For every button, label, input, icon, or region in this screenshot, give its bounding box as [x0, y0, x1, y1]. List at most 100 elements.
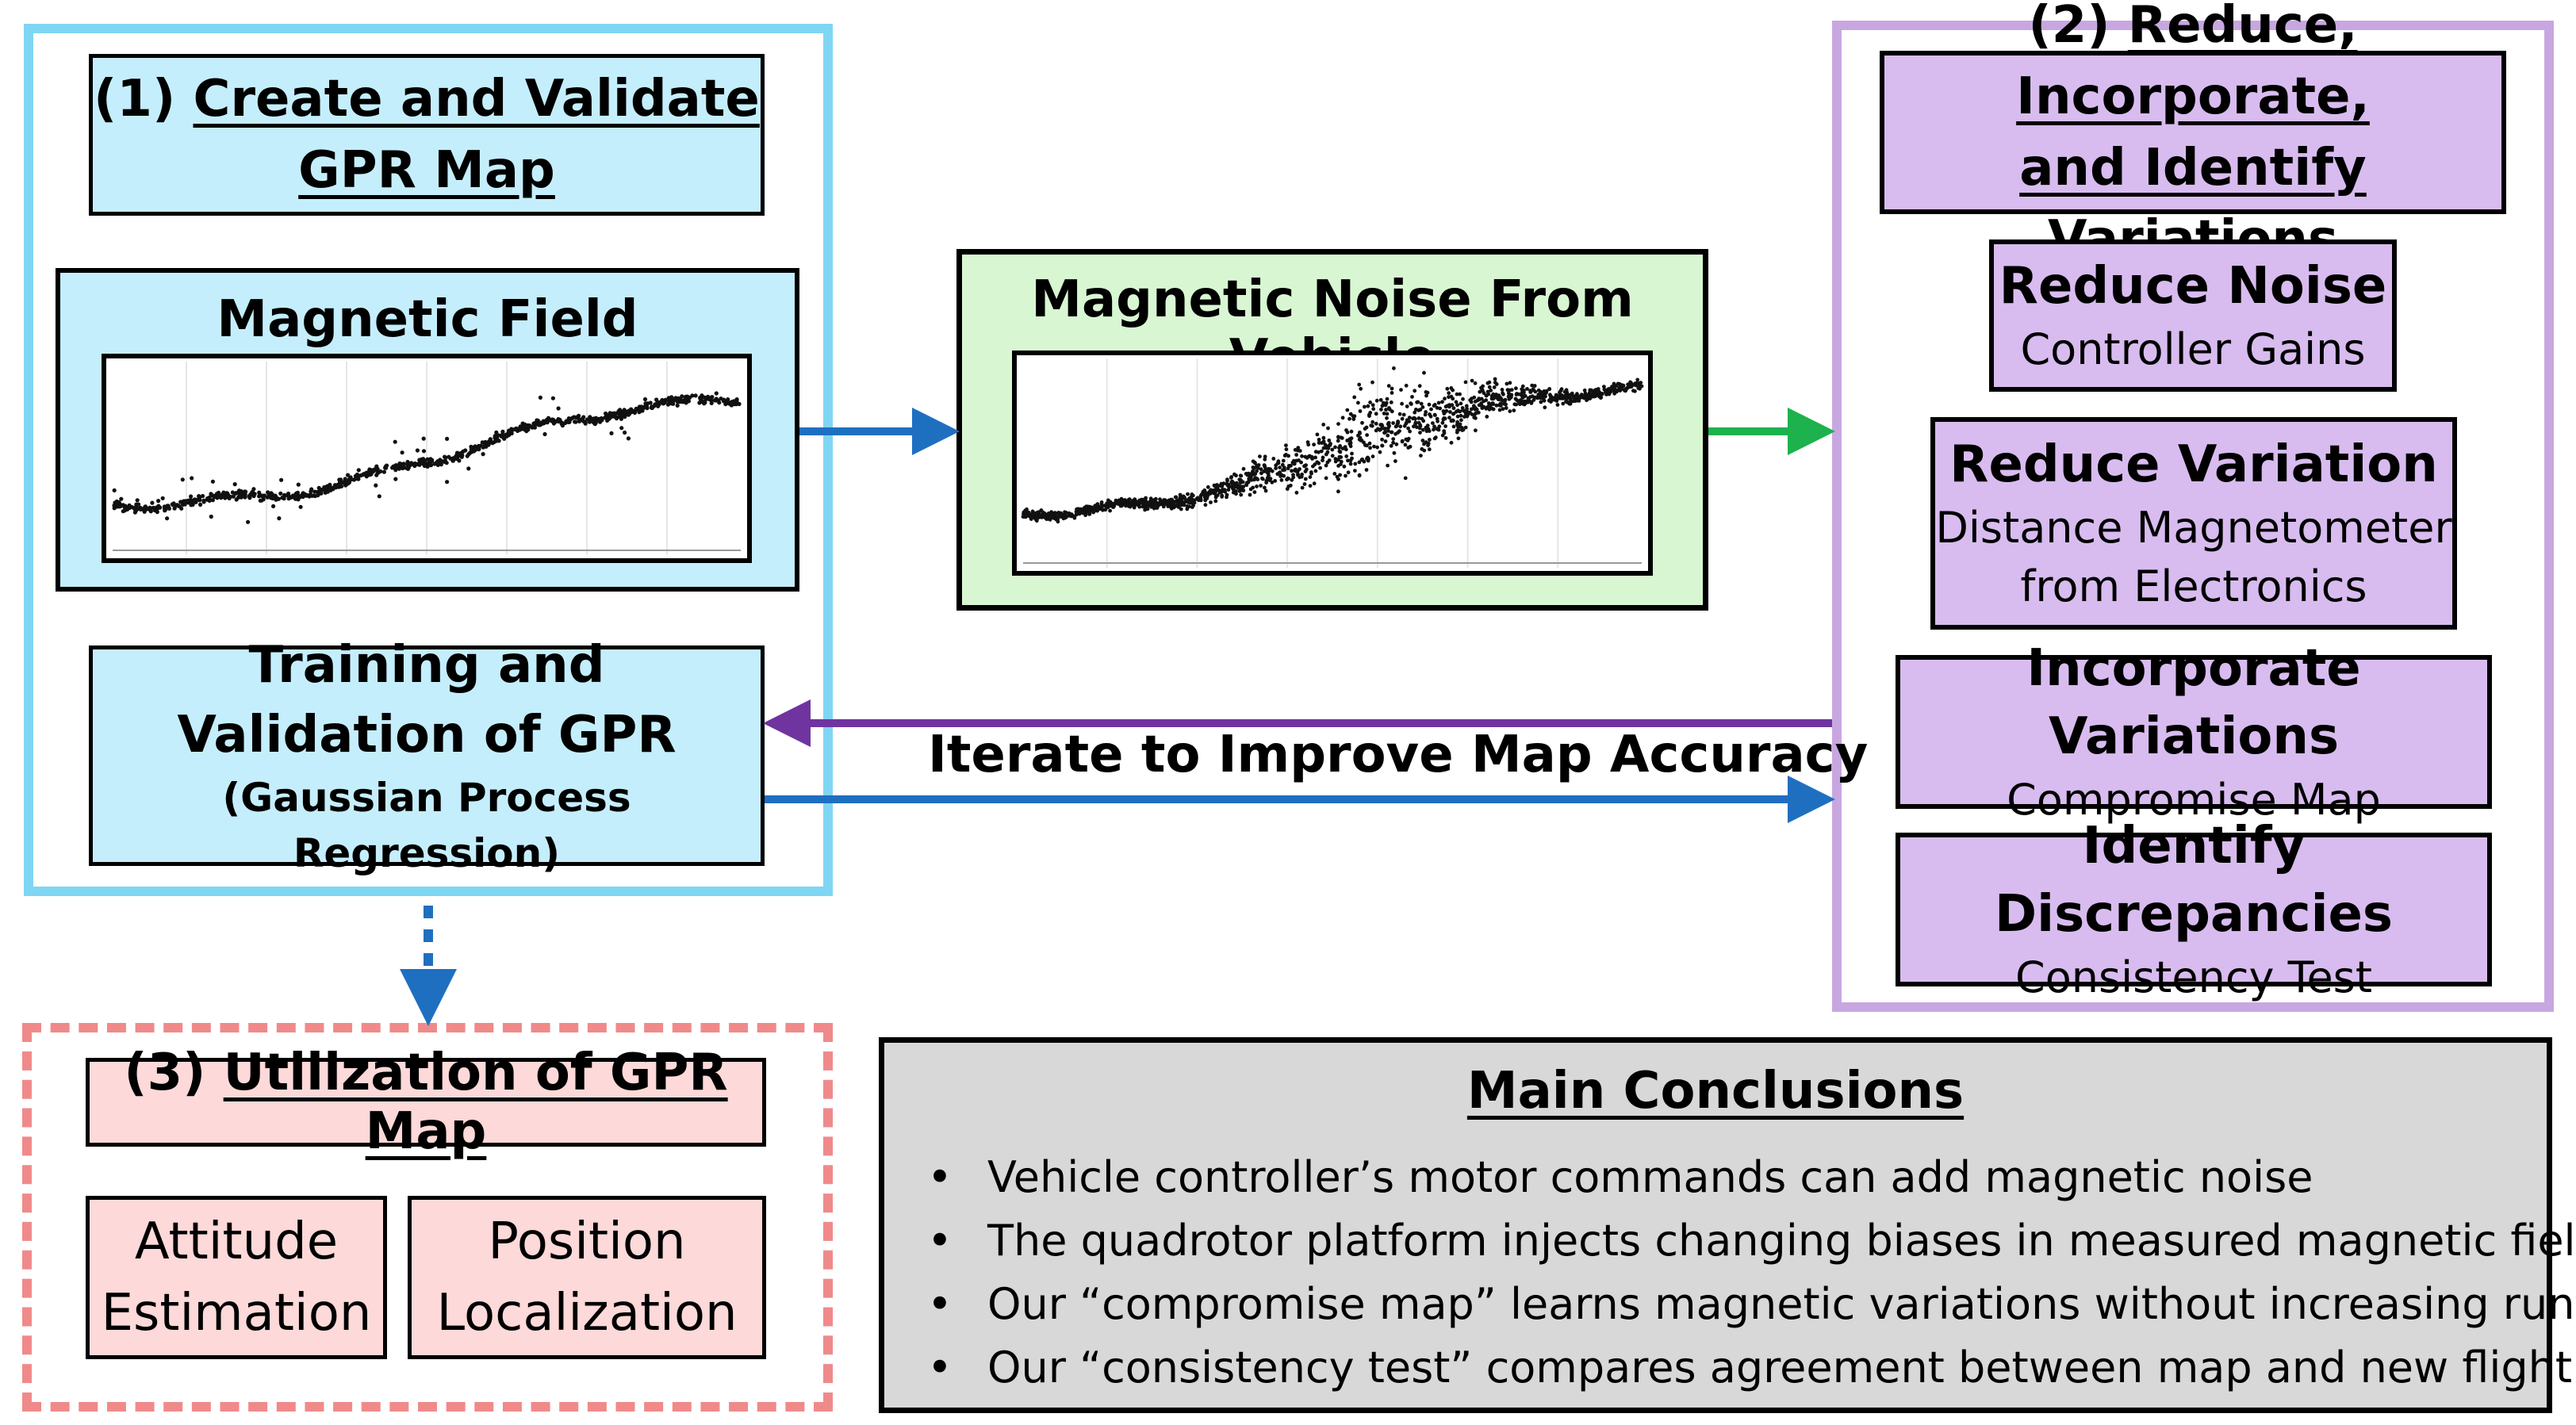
- scatter-point: [634, 407, 638, 412]
- scatter-point: [1315, 432, 1320, 437]
- scatter-point: [236, 488, 242, 493]
- scatter-point: [550, 396, 556, 400]
- scatter-point: [1274, 466, 1278, 470]
- scatter-point: [1268, 467, 1273, 472]
- scatter-point: [461, 449, 466, 454]
- scatter-point: [112, 488, 117, 492]
- scatter-point: [1346, 470, 1351, 475]
- scatter-point: [1396, 419, 1400, 423]
- scatter-point: [1220, 495, 1225, 499]
- scatter-point: [675, 403, 680, 408]
- scatter-point: [1635, 377, 1640, 382]
- incorporate-variations-sub: Compromise Map: [2007, 775, 2381, 825]
- scatter-point: [1459, 401, 1463, 406]
- scatter-point: [722, 397, 726, 402]
- scatter-point: [1302, 482, 1307, 486]
- scatter-point: [1216, 488, 1221, 492]
- scatter-point: [1582, 388, 1587, 393]
- scatter-point: [1155, 505, 1160, 509]
- scatter-point: [293, 496, 298, 501]
- scatter-point: [1035, 511, 1039, 515]
- scatter-point: [1324, 446, 1328, 450]
- scatter-point: [1459, 426, 1464, 430]
- scatter-point: [271, 504, 276, 508]
- scatter-point: [1602, 385, 1606, 389]
- scatter-point: [1286, 476, 1290, 481]
- main-conclusions-box: Main Conclusions •Vehicle controller’s m…: [879, 1037, 2576, 1413]
- scatter-point: [1190, 492, 1194, 496]
- scatter-point: [1201, 492, 1205, 496]
- scatter-point: [1413, 410, 1417, 415]
- reduce-noise-heading: Reduce Noise: [1999, 257, 2387, 316]
- scatter-point: [592, 422, 597, 427]
- scatter-point: [247, 493, 252, 498]
- scatter-point: [1443, 396, 1447, 401]
- observations-scatter: [112, 362, 742, 555]
- scatter-point: [1631, 389, 1635, 393]
- scatter-point: [1413, 408, 1418, 412]
- scatter-point: [1044, 515, 1048, 520]
- scatter-point: [1429, 407, 1433, 412]
- scatter-point: [1501, 391, 1505, 396]
- scatter-point: [1319, 449, 1324, 454]
- scatter-point: [1344, 473, 1347, 478]
- panel1-title-line1: Create and Validate: [193, 70, 760, 128]
- identify-discrepancies-box: Identify Discrepancies Consistency Test: [1896, 817, 2492, 1002]
- panel1-title-line2: GPR Map: [298, 141, 555, 200]
- scatter-point: [1151, 498, 1155, 503]
- scatter-point: [1140, 504, 1145, 509]
- scatter-point: [1393, 424, 1398, 429]
- scatter-point: [1383, 403, 1388, 408]
- scatter-point: [296, 482, 301, 487]
- scatter-point: [1326, 426, 1330, 431]
- scatter-point: [1321, 455, 1325, 460]
- scatter-point: [1464, 404, 1469, 408]
- scatter-point: [536, 423, 541, 427]
- scatter-point: [1140, 500, 1144, 505]
- scatter-point: [1186, 492, 1190, 496]
- scatter-point: [604, 411, 608, 416]
- scatter-point: [1091, 510, 1095, 515]
- scatter-point: [1303, 477, 1308, 481]
- scatter-point: [1300, 454, 1304, 458]
- scatter-point: [686, 399, 692, 404]
- scatter-point: [1386, 463, 1390, 468]
- training-line1: Training and: [248, 636, 605, 695]
- scatter-point: [445, 436, 450, 441]
- scatter-point: [1443, 404, 1448, 409]
- scatter-point: [1533, 395, 1538, 400]
- scatter-point: [1161, 504, 1166, 509]
- scatter-point: [1389, 443, 1393, 448]
- scatter-point: [188, 498, 194, 503]
- scatter-point: [1405, 404, 1409, 408]
- scatter-point: [1056, 515, 1060, 519]
- scatter-point: [212, 493, 217, 498]
- scatter-point: [1241, 466, 1246, 471]
- scatter-point: [1202, 488, 1207, 493]
- scatter-point: [1574, 395, 1578, 399]
- scatter-point: [286, 494, 291, 499]
- scatter-point: [1278, 470, 1282, 475]
- scatter-point: [1262, 469, 1267, 473]
- scatter-point: [316, 485, 321, 490]
- scatter-point: [1506, 391, 1511, 396]
- scatter-point: [1431, 421, 1435, 425]
- scatter-point: [1374, 398, 1379, 403]
- scatter-point: [1336, 422, 1340, 426]
- scatter-point: [1029, 515, 1034, 519]
- scatter-point: [361, 472, 366, 477]
- scatter-point: [1245, 473, 1250, 477]
- scatter-point: [312, 489, 317, 494]
- scatter-point: [1259, 471, 1263, 476]
- scatter-point: [163, 508, 167, 513]
- scatter-point: [425, 462, 430, 466]
- scatter-point: [1327, 439, 1332, 442]
- scatter-point: [1226, 484, 1231, 488]
- scatter-point: [1413, 416, 1417, 421]
- scatter-point: [1612, 391, 1616, 396]
- scatter-point: [162, 504, 167, 509]
- scatter-point: [251, 493, 256, 499]
- scatter-point: [1321, 458, 1324, 462]
- scatter-point: [1291, 473, 1295, 477]
- scatter-point: [237, 492, 242, 497]
